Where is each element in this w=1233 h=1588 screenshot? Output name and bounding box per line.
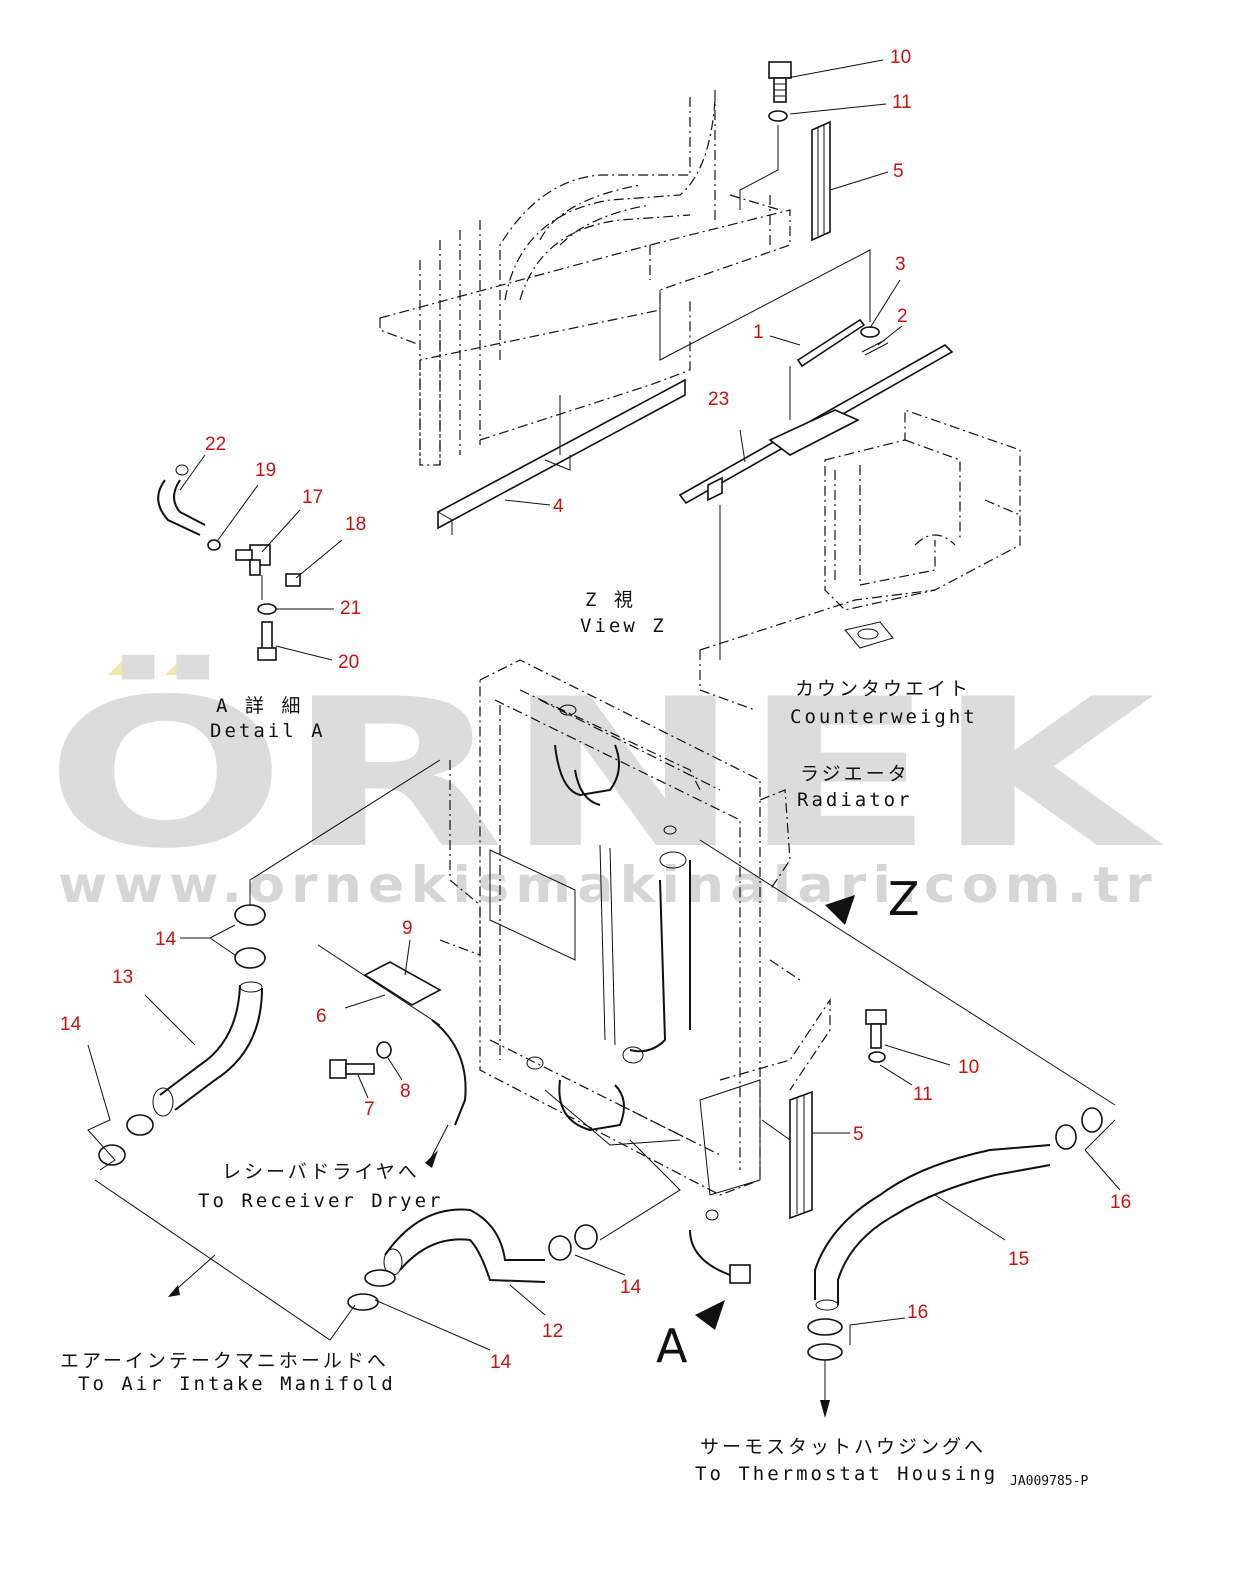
hose-part-12 xyxy=(383,1208,546,1283)
detail-a-label-en: Detail A xyxy=(210,720,326,742)
callout-numbers: 10 11 5 3 2 1 23 4 22 19 17 18 21 20 14 … xyxy=(60,47,1131,1373)
callout-18: 18 xyxy=(345,514,366,535)
callout-14-b: 14 xyxy=(60,1014,82,1035)
callout-19: 19 xyxy=(255,460,276,481)
detail-a-arrow xyxy=(695,1300,725,1330)
washer-part-8 xyxy=(376,1041,392,1059)
hose-part-13 xyxy=(152,981,263,1117)
radiator-label-jp: ラジエータ xyxy=(800,763,910,785)
detail-a-hose-22 xyxy=(157,464,206,536)
callout-4: 4 xyxy=(553,496,564,517)
clamp-part-14-bottom xyxy=(347,1269,396,1311)
clamp-part-14-center xyxy=(548,1224,598,1261)
air-intake-label-jp: エアーインテークマニホールドへ xyxy=(60,1350,389,1372)
radiator-assembly xyxy=(439,659,831,1196)
leader-lines xyxy=(87,59,1121,1351)
washer-part-11-top xyxy=(768,110,788,122)
callout-8: 8 xyxy=(400,1081,411,1102)
callout-2: 2 xyxy=(897,306,908,327)
washer-part-11-right xyxy=(868,1051,886,1063)
hose-part-15 xyxy=(814,1144,1051,1311)
callout-9: 9 xyxy=(402,918,413,939)
text-labels: Z 視 View Z A 詳 細 Detail A カウンタウエイト Count… xyxy=(60,589,1088,1489)
view-z-label-en: View Z xyxy=(580,615,667,637)
bolt-part-10-right xyxy=(865,1009,887,1049)
watermark: ÖRNEK www.ornekismakinalari.com.tr xyxy=(45,655,1165,914)
callout-11-top: 11 xyxy=(892,92,912,113)
callout-14-c: 14 xyxy=(620,1277,642,1298)
watermark-accent-right xyxy=(165,655,207,675)
callout-20: 20 xyxy=(338,652,359,673)
detail-a-letter: A xyxy=(656,1319,688,1373)
clamp-part-16-upper xyxy=(1055,1107,1103,1150)
callout-21: 21 xyxy=(340,598,361,619)
drawing-code: JA009785-P xyxy=(1010,1474,1088,1489)
callout-1: 1 xyxy=(753,322,764,343)
clamp-part-14-upper xyxy=(234,904,266,969)
callout-10-right: 10 xyxy=(958,1057,979,1078)
washer-part-3 xyxy=(860,326,880,338)
bolt-part-10-top xyxy=(768,61,792,103)
spacer-part-5-top xyxy=(811,120,831,242)
thermostat-label-en: To Thermostat Housing xyxy=(695,1463,998,1485)
receiver-dryer-label-en: To Receiver Dryer xyxy=(198,1190,443,1212)
bolt-part-20 xyxy=(257,621,277,661)
callout-13: 13 xyxy=(112,967,133,988)
ring-part-19 xyxy=(207,539,221,551)
bolt-part-7 xyxy=(329,1059,375,1079)
counterweight-label-en: Counterweight xyxy=(790,706,978,728)
sensor-part-9 xyxy=(317,944,467,1126)
callout-15: 15 xyxy=(1008,1249,1029,1270)
view-z-arrow xyxy=(825,895,855,925)
drain-hose-detail xyxy=(689,1209,751,1284)
callout-14-a: 14 xyxy=(155,929,177,950)
callout-7: 7 xyxy=(364,1099,375,1120)
callout-12: 12 xyxy=(542,1321,563,1342)
spacer-part-5-bottom xyxy=(789,1090,813,1220)
receiver-dryer-label-jp: レシーバドライヤへ xyxy=(222,1161,420,1183)
watermark-brand: ÖRNEK xyxy=(45,655,1165,894)
callout-5-top: 5 xyxy=(893,161,904,182)
detail-a-label-jp: A 詳 細 xyxy=(216,695,303,717)
callout-16-upper: 16 xyxy=(1110,1192,1131,1213)
view-z-label-jp: Z 視 xyxy=(585,589,636,611)
callout-22: 22 xyxy=(205,434,226,455)
callout-16-lower: 16 xyxy=(907,1302,928,1323)
block-part-4 xyxy=(437,378,686,535)
callout-23: 23 xyxy=(708,389,729,410)
pin-part-2 xyxy=(861,339,889,356)
watermark-url: www.ornekismakinalari.com.tr xyxy=(58,856,1158,914)
valve-part-17 xyxy=(235,544,271,576)
callout-5-bottom: 5 xyxy=(853,1124,864,1145)
counterweight-label-jp: カウンタウエイト xyxy=(795,678,971,700)
clamp-part-16-lower xyxy=(807,1318,843,1361)
clamp-part-14-left xyxy=(98,1114,154,1166)
radiator-label-en: Radiator xyxy=(797,789,913,811)
rod-part-1 xyxy=(796,318,866,368)
callout-10-top: 10 xyxy=(890,47,911,68)
callout-17: 17 xyxy=(302,487,323,508)
view-z-letter: Z xyxy=(888,872,920,926)
air-intake-label-en: To Air Intake Manifold xyxy=(78,1373,396,1395)
callout-6: 6 xyxy=(316,1006,327,1027)
bar-part-23 xyxy=(678,344,954,505)
callout-3: 3 xyxy=(895,254,906,275)
thermostat-label-jp: サーモスタットハウジングへ xyxy=(700,1436,986,1458)
callout-11-right: 11 xyxy=(913,1084,933,1105)
washer-part-21 xyxy=(257,603,277,615)
callout-14-d: 14 xyxy=(490,1352,512,1373)
watermark-accent-left xyxy=(108,655,150,675)
counterweight-outline xyxy=(699,409,1021,711)
